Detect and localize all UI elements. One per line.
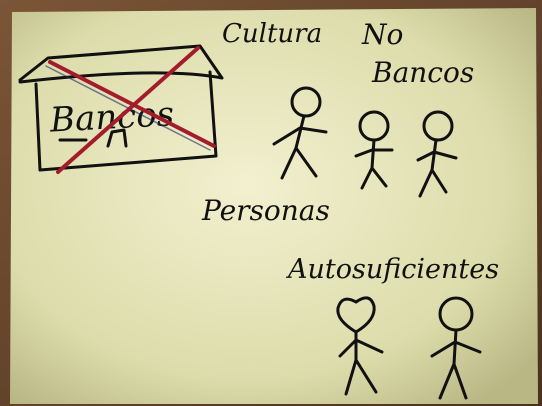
- personas-text: Personas: [201, 194, 330, 227]
- no-text: No: [361, 18, 403, 51]
- stick-figure: [272, 86, 328, 180]
- stick-figure-heart-head: [336, 296, 384, 396]
- people-group-bottom: [336, 296, 482, 400]
- stick-figure: [430, 296, 482, 400]
- cross-out-mark: [45, 46, 216, 174]
- autosuficientes-text: Autosuficientes: [285, 254, 499, 285]
- stick-figure: [416, 110, 458, 198]
- bank-drawing: [18, 44, 224, 172]
- stick-figure: [354, 110, 394, 190]
- bancos-text: Bancos: [371, 56, 474, 89]
- people-group-top: [272, 86, 458, 198]
- cultura-text: Cultura: [222, 19, 322, 49]
